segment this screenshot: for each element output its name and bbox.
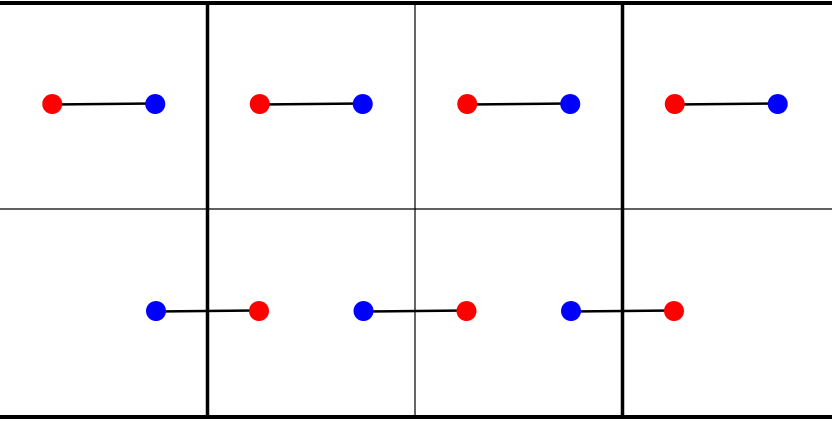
red-dot-right bbox=[249, 301, 269, 321]
red-dot-right bbox=[456, 301, 477, 321]
dimer-bond bbox=[467, 102, 571, 106]
dimer-bond bbox=[52, 102, 156, 106]
blue-dot-left bbox=[561, 301, 581, 321]
dimer-group bbox=[42, 94, 788, 321]
blue-dot-left bbox=[353, 301, 374, 321]
red-dot-left bbox=[249, 94, 270, 114]
dimer-2 bbox=[249, 94, 373, 114]
blue-dot-right bbox=[560, 94, 581, 114]
blue-dot-right bbox=[352, 94, 373, 114]
dimer-3 bbox=[457, 94, 581, 114]
red-dot-left bbox=[42, 94, 63, 114]
red-dot-right bbox=[664, 301, 684, 321]
dimer-5 bbox=[146, 301, 269, 321]
dimer-bond bbox=[674, 102, 778, 106]
blue-dot-right bbox=[145, 94, 166, 114]
dimer-4 bbox=[664, 94, 788, 114]
dimer-bond bbox=[570, 309, 675, 313]
dimer-7 bbox=[561, 301, 684, 321]
red-dot-left bbox=[457, 94, 478, 114]
dimer-bond bbox=[363, 309, 467, 313]
dimer-1 bbox=[42, 94, 166, 114]
dimer-bond bbox=[155, 309, 260, 313]
blue-dot-left bbox=[146, 301, 166, 321]
blue-dot-right bbox=[767, 94, 788, 114]
dimer-bond bbox=[259, 102, 363, 106]
dimer-6 bbox=[353, 301, 477, 321]
red-dot-left bbox=[664, 94, 685, 114]
